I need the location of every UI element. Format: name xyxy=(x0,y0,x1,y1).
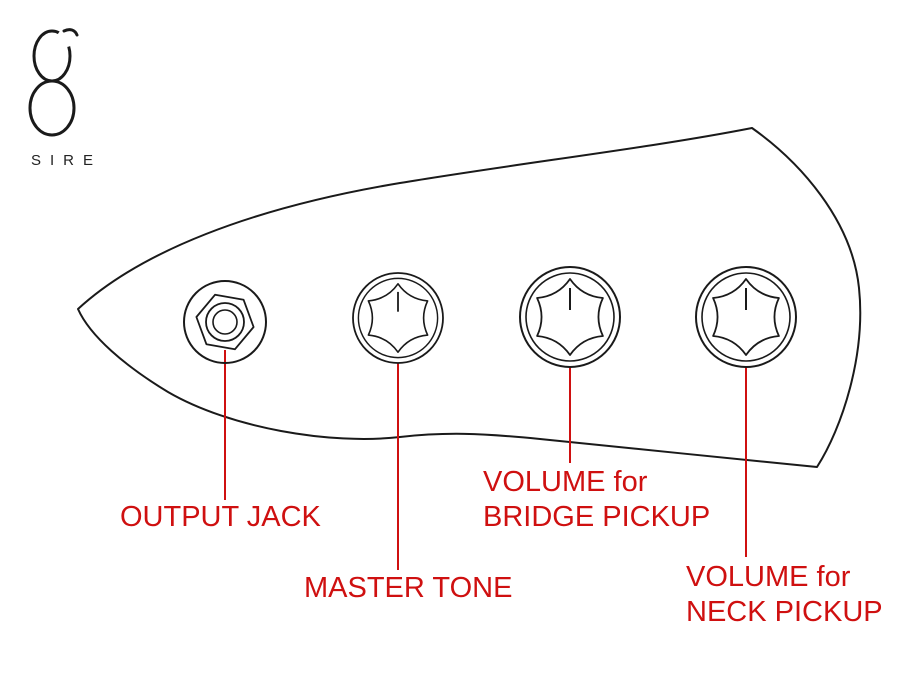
output-jack xyxy=(183,280,267,364)
bridge-volume-label: VOLUME for BRIDGE PICKUP xyxy=(483,465,710,535)
sire-logo-text: SIRE xyxy=(31,152,103,169)
output-jack-label: OUTPUT JACK xyxy=(120,501,321,533)
neck-volume-label-line1: VOLUME for xyxy=(686,561,851,593)
bridge-volume-label-line2: BRIDGE PICKUP xyxy=(483,501,711,533)
master-tone-label: MASTER TONE xyxy=(304,572,513,604)
bridge-volume-label-line1: VOLUME for xyxy=(483,466,648,498)
leader-lines xyxy=(224,350,747,570)
control-plate-outline xyxy=(77,127,862,468)
neck-volume-label-line2: NECK PICKUP xyxy=(686,596,883,628)
neck-volume-label: VOLUME for NECK PICKUP xyxy=(686,560,883,630)
sire-logo-mark xyxy=(28,28,79,137)
